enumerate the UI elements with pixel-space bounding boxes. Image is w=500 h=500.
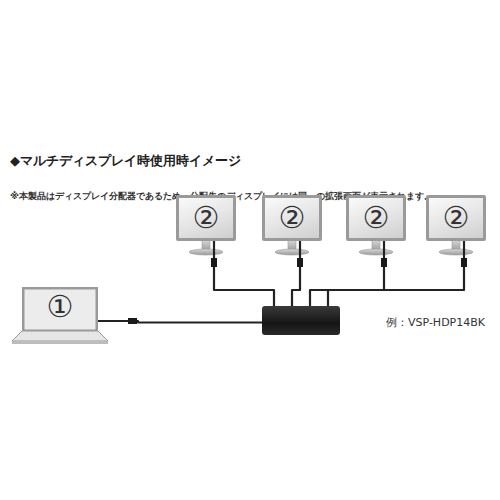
hdmi-plug (461, 258, 467, 267)
laptop-base (12, 331, 108, 344)
display-monitor: ② (346, 195, 406, 241)
display-monitor: ② (262, 195, 322, 241)
title: ◆マルチディスプレイ時使用時イメージ (10, 152, 500, 170)
callout-number: ② (279, 203, 306, 233)
hdmi-cable (292, 241, 300, 306)
hdmi-cable (98, 321, 262, 323)
callout-number: ① (47, 292, 74, 322)
display-monitor: ② (176, 195, 236, 241)
laptop-pc: ① (22, 287, 98, 331)
display-monitor: ② (426, 195, 486, 241)
hdmi-plug (211, 258, 217, 267)
model-label: 例：VSP-HDP14BK (386, 315, 464, 330)
hdmi-plug (381, 258, 387, 267)
hdmi-plug (128, 318, 137, 324)
monitor-stands (189, 240, 473, 255)
callout-number: ② (443, 203, 470, 233)
hdmi-splitter: 例：VSP-HDP14BK (262, 306, 340, 335)
hdmi-plug (297, 258, 303, 267)
hdmi-cable (328, 241, 464, 306)
callout-number: ② (363, 203, 390, 233)
hdmi-cable (310, 241, 384, 306)
hdmi-cable (214, 241, 274, 306)
callout-number: ② (193, 203, 220, 233)
note: ※本製品はディスプレイ分配器であるため、分配先のディスプレイには同一の拡張画面が… (10, 190, 495, 203)
